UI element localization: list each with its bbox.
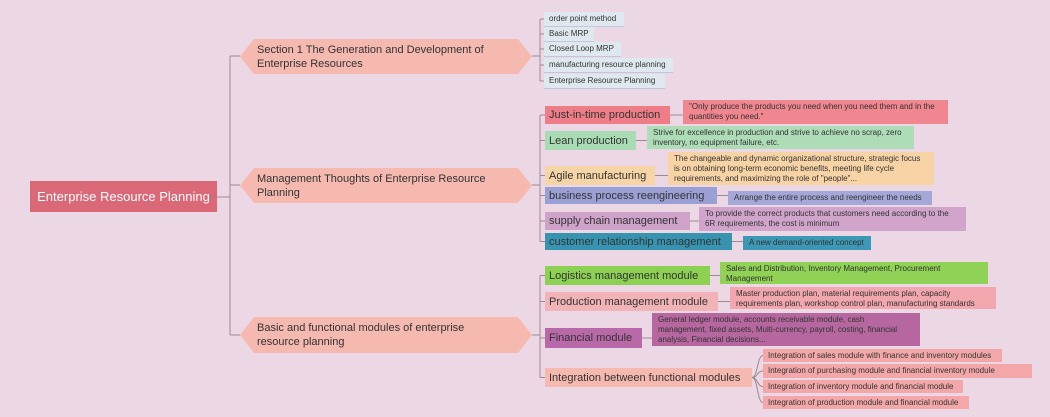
desc-business-process-reengineering: Arrange the entire process and reenginee… — [728, 191, 932, 205]
topic-just-in-time-production[interactable]: Just-in-time production — [545, 106, 670, 124]
section-node-1[interactable]: Section 1 The Generation and Development… — [240, 39, 532, 74]
integration-item-1[interactable]: Integration of sales module with finance… — [763, 349, 1002, 362]
topic-supply-chain-management[interactable]: supply chain management — [545, 212, 690, 230]
desc-agile-manufacturing: The changeable and dynamic organizationa… — [668, 152, 934, 185]
section-node-2[interactable]: Management Thoughts of Enterprise Resour… — [240, 168, 532, 203]
integration-item-2[interactable]: Integration of purchasing module and fin… — [763, 364, 1032, 378]
section1-item-enterprise-resource-planning[interactable]: Enterprise Resource Planning — [544, 74, 665, 88]
integration-item-4[interactable]: Integration of production module and fin… — [763, 396, 969, 409]
section1-item-basic-mrp[interactable]: Basic MRP — [544, 27, 594, 41]
module-desc-logistics-management-module: Sales and Distribution, Inventory Manage… — [720, 262, 988, 284]
module-logistics-management-module[interactable]: Logistics management module — [545, 266, 710, 285]
desc-lean-production: Strive for excellence in production and … — [647, 126, 914, 149]
integration-connector-3 — [751, 377, 764, 403]
integration-item-3[interactable]: Integration of inventory module and fina… — [763, 380, 963, 393]
root-node[interactable]: Enterprise Resource Planning — [30, 181, 217, 212]
topic-agile-manufacturing[interactable]: Agile manufacturing — [545, 166, 655, 185]
desc-supply-chain-management: To provide the correct products that cus… — [699, 207, 966, 231]
desc-customer-relationship-management: A new demand-oriented concept — [743, 236, 871, 250]
section1-item-order-point-method[interactable]: order point method — [544, 12, 624, 26]
section1-item-manufacturing-resource-planning[interactable]: manufacturing resource planning — [544, 58, 673, 72]
topic-customer-relationship-management[interactable]: customer relationship management — [545, 233, 732, 250]
topic-lean-production[interactable]: Lean production — [545, 131, 636, 150]
module-desc-financial-module: General ledger module, accounts receivab… — [652, 313, 920, 346]
section1-item-closed-loop-mrp[interactable]: Closed Loop MRP — [544, 42, 621, 56]
desc-just-in-time-production: "Only produce the products you need when… — [683, 100, 948, 124]
section-node-3[interactable]: Basic and functional modules of enterpri… — [240, 317, 532, 353]
topic-business-process-reengineering[interactable]: business process reengineering — [545, 187, 717, 204]
module-desc-production-management-module: Master production plan, material require… — [730, 287, 996, 309]
module-production-management-module[interactable]: Production management module — [545, 292, 718, 311]
module-financial-module[interactable]: Financial module — [545, 328, 642, 348]
module-integration-between-functional-modules[interactable]: Integration between functional modules — [545, 368, 752, 387]
